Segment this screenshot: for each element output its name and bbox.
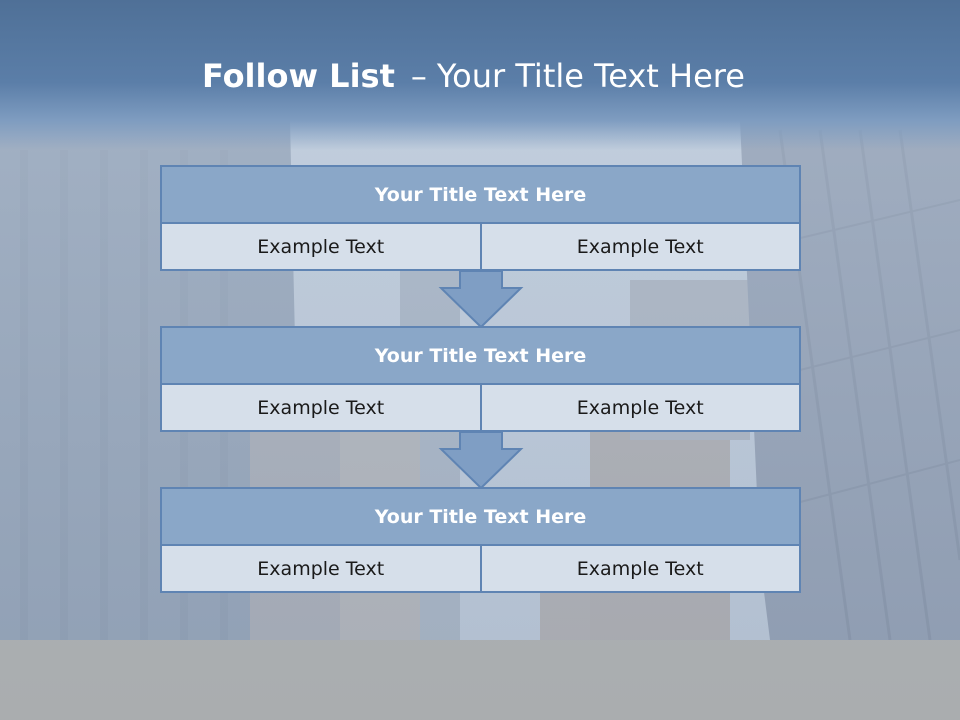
step-cell-right: Example Text <box>479 546 800 591</box>
step-cell-left: Example Text <box>257 235 385 258</box>
step-title: Your Title Text Here <box>162 328 799 385</box>
step-box-1: Your Title Text Here Example Text Exampl… <box>160 165 801 271</box>
step-row: Example Text Example Text <box>162 385 799 430</box>
step-box-2: Your Title Text Here Example Text Exampl… <box>160 326 801 432</box>
step-row: Example Text Example Text <box>162 224 799 269</box>
title-band <box>0 0 960 150</box>
step-row: Example Text Example Text <box>162 546 799 591</box>
slide-title: Follow List–Your Title Text Here <box>202 56 745 96</box>
step-cell-right: Example Text <box>479 385 800 430</box>
slide-title-separator: – <box>410 57 427 95</box>
step-cell-left: Example Text <box>257 557 385 580</box>
step-cell-left: Example Text <box>257 396 385 419</box>
step-box-3: Your Title Text Here Example Text Exampl… <box>160 487 801 593</box>
down-arrow-icon <box>438 431 524 489</box>
down-arrow-icon <box>438 270 524 328</box>
step-title: Your Title Text Here <box>162 489 799 546</box>
slide-title-subtitle: Your Title Text Here <box>436 57 745 95</box>
step-cell-right: Example Text <box>479 224 800 269</box>
step-title: Your Title Text Here <box>162 167 799 224</box>
slide-title-main: Follow List <box>202 57 395 95</box>
